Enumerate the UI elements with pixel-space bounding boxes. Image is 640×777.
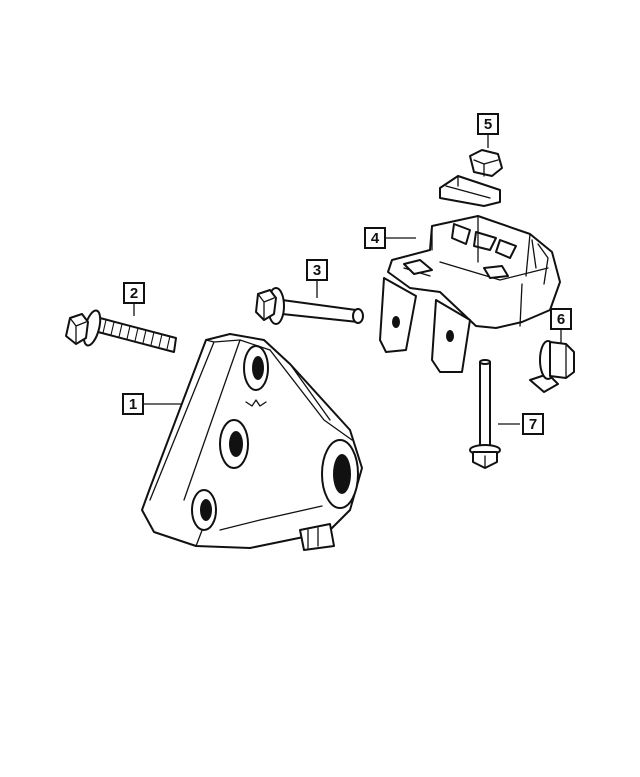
- callout-4: 4: [364, 227, 386, 249]
- callout-5: 5: [477, 113, 499, 135]
- callout-2: 2: [123, 282, 145, 304]
- bolt-short: [469, 359, 501, 469]
- transmission-mount-bracket: [379, 215, 561, 373]
- callout-7: 7: [522, 413, 544, 435]
- callout-1: 1: [122, 393, 144, 415]
- bolt-long: [65, 309, 177, 353]
- nut-and-clip: [439, 149, 503, 207]
- callout-6: 6: [550, 308, 572, 330]
- flange-nut: [529, 340, 575, 393]
- engine-mount-bracket: [141, 333, 363, 551]
- callout-3: 3: [306, 259, 328, 281]
- pin-bolt: [255, 287, 364, 325]
